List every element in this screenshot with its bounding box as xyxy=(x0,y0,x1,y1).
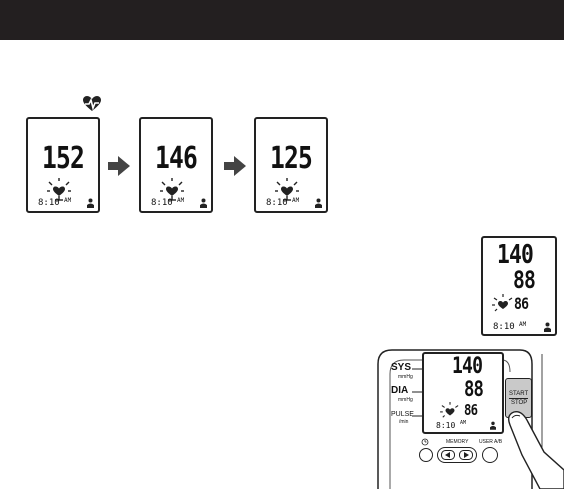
pulse-heart-icon xyxy=(440,402,459,418)
device-pulse-reading: 86 xyxy=(464,401,478,419)
lcd-am-pm: AM xyxy=(177,197,185,204)
label-tick-lines xyxy=(412,368,422,417)
dia-reading: 88 xyxy=(513,266,536,294)
timer-icon xyxy=(421,438,429,446)
lcd-time: 8:10 xyxy=(38,198,60,208)
pulse-heart-icon xyxy=(160,178,184,201)
lcd-reading: 125 xyxy=(270,141,313,176)
device-sys-reading: 140 xyxy=(452,354,483,379)
lcd-time: 8:10 xyxy=(493,322,515,332)
dia-label: DIA xyxy=(391,385,409,396)
pulse-heart-icon xyxy=(492,294,513,312)
user-icon xyxy=(544,322,551,332)
lcd-screen-3: 125 8:10 AM xyxy=(254,117,328,213)
lcd-am-pm: AM xyxy=(460,420,467,426)
user-icon xyxy=(490,421,496,430)
lcd-time: 8:10 xyxy=(266,198,288,208)
lcd-reading: 152 xyxy=(42,141,85,176)
pulse-reading: 86 xyxy=(514,294,529,313)
memory-next-button[interactable] xyxy=(459,450,473,460)
arrow-right-icon xyxy=(108,156,130,176)
lcd-am-pm: AM xyxy=(64,197,72,204)
lcd-screen-2: 146 8:10 AM xyxy=(139,117,213,213)
device-lcd-screen: 140 88 86 8:10 AM xyxy=(422,352,504,434)
memory-label: MEMORY xyxy=(446,439,469,445)
start-stop-divider xyxy=(509,398,528,399)
pulse-heart-icon xyxy=(47,178,71,201)
user-ab-label: USER A/B xyxy=(479,439,503,445)
user-ab-button[interactable] xyxy=(482,447,498,463)
sys-reading: 140 xyxy=(497,240,534,270)
lcd-time: 8:10 xyxy=(436,421,456,430)
timer-button[interactable] xyxy=(419,448,433,462)
memory-prev-button[interactable] xyxy=(441,450,455,460)
lcd-reading: 146 xyxy=(155,141,198,176)
user-icon xyxy=(200,198,207,208)
pulse-label: PULSE xyxy=(391,411,414,418)
stop-label: STOP xyxy=(511,400,528,406)
dia-unit: mmHg xyxy=(398,397,413,403)
arrow-right-icon xyxy=(224,156,246,176)
lcd-time: 8:10 xyxy=(151,198,173,208)
lcd-am-pm: AM xyxy=(519,321,527,328)
device-dia-reading: 88 xyxy=(464,377,484,401)
memory-button-group xyxy=(437,447,477,463)
lcd-am-pm: AM xyxy=(292,197,300,204)
pulse-heart-icon xyxy=(275,178,299,201)
header-bar xyxy=(0,0,564,40)
irregular-heartbeat-icon xyxy=(83,96,101,111)
pulse-unit: /min xyxy=(399,419,409,425)
result-lcd-screen: 140 88 86 8:10 AM xyxy=(481,236,557,336)
sys-label: SYS xyxy=(391,362,412,373)
finger-press-illustration xyxy=(507,411,564,489)
lcd-screen-1: 152 8:10 AM xyxy=(26,117,100,213)
user-icon xyxy=(315,198,322,208)
start-label: START xyxy=(509,391,529,397)
user-icon xyxy=(87,198,94,208)
sys-unit: mmHg xyxy=(398,374,413,380)
